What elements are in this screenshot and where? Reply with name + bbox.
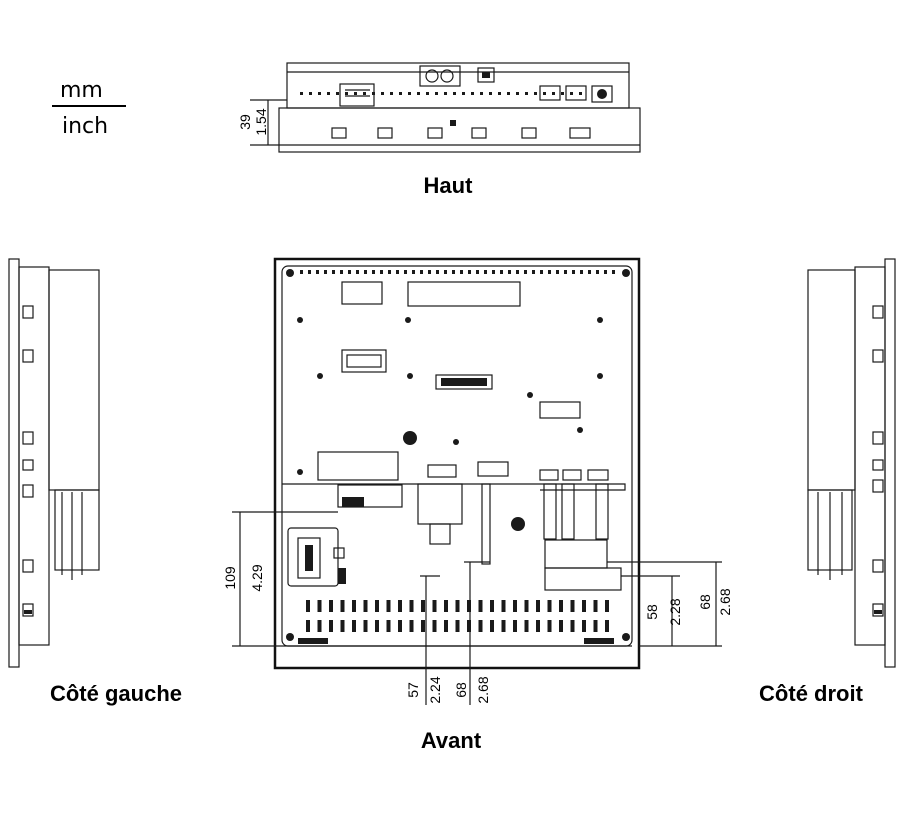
front-view: 109 4.29 57 2.24 68 2.68 58 2.28 68 2.68	[222, 257, 733, 705]
front-vent-dots	[297, 270, 615, 475]
right-a-mm: 58	[644, 604, 660, 620]
left-view-bezel	[8, 258, 20, 668]
left-view-label: Côté gauche	[50, 681, 182, 706]
bottom-b-mm: 68	[453, 682, 469, 698]
unit-legend: mm inch	[52, 78, 126, 139]
right-side-view	[807, 258, 896, 668]
top-view-pin-row	[300, 92, 582, 95]
left-height-inch: 4.29	[249, 564, 265, 591]
left-side-view	[8, 258, 100, 668]
right-view-label: Côté droit	[759, 681, 864, 706]
top-view-bezel	[278, 107, 641, 153]
top-height-inch: 1.54	[253, 108, 269, 135]
front-view-outline	[273, 257, 641, 670]
front-connector-b	[407, 281, 521, 307]
top-view-label: Haut	[424, 173, 474, 198]
front-dsub-connector	[417, 483, 463, 525]
unit-mm-label: mm	[60, 78, 103, 103]
front-view-label: Avant	[421, 728, 482, 753]
front-connector-a	[341, 281, 383, 305]
front-vent-slots	[306, 600, 609, 632]
unit-inch-label: inch	[62, 114, 108, 139]
top-height-mm: 39	[237, 114, 253, 130]
bottom-a-mm: 57	[405, 682, 421, 698]
bottom-a-inch: 2.24	[427, 676, 443, 703]
right-a-inch: 2.28	[667, 598, 683, 625]
right-b-mm: 68	[697, 594, 713, 610]
bottom-b-inch: 2.68	[475, 676, 491, 703]
right-b-inch: 2.68	[717, 588, 733, 615]
top-view: 39 1.54	[237, 62, 641, 153]
right-view-bezel	[884, 258, 896, 668]
left-height-mm: 109	[222, 566, 238, 590]
